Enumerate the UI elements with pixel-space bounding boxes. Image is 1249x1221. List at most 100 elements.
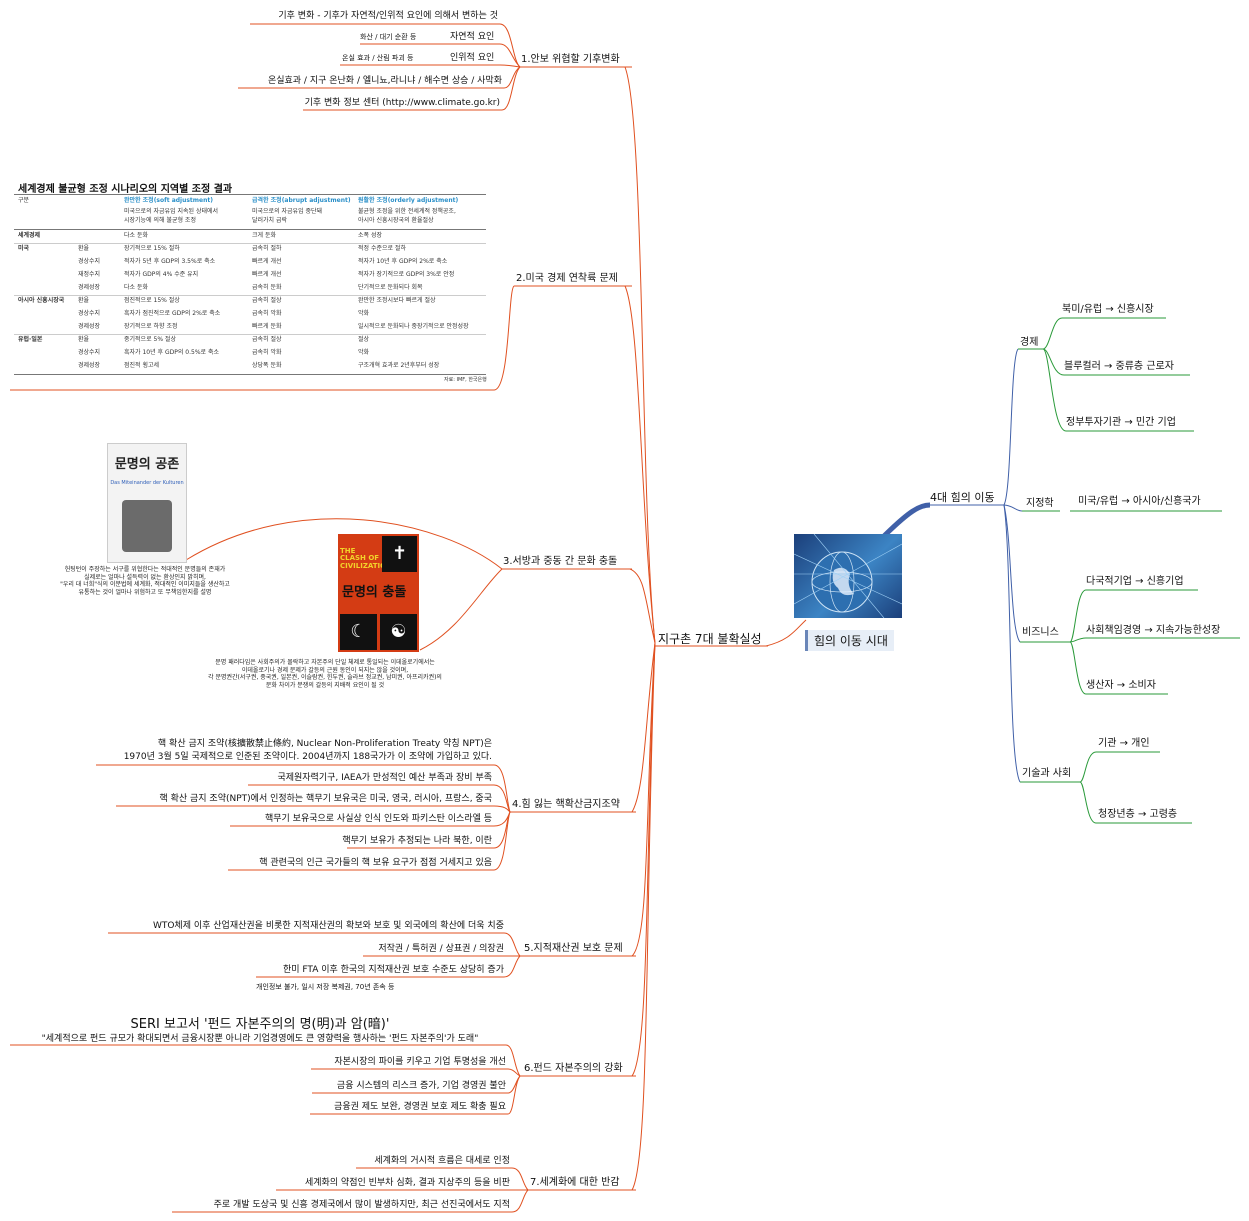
table-cell: 적자가 5년 후 GDP의 3.5%로 축소 (124, 258, 216, 265)
table-cell: 급속히 둔화 (252, 284, 282, 291)
npt-item[interactable]: 핵 확산 금지 조약(NPT)에서 인정하는 핵무기 보유국은 미국, 영국, … (159, 794, 492, 804)
table-subhead: 아시아 신흥시장국의 환율절상 (358, 217, 434, 224)
table-subhead: 달러가치 급락 (252, 217, 288, 224)
group-economy[interactable]: 경제 (1020, 337, 1039, 348)
ip-item[interactable]: 한미 FTA 이후 한국의 지적재산권 보호 수준도 상당히 증가 (282, 965, 504, 975)
table-cell: 장기적으로 하향 조정 (124, 323, 178, 330)
fund-item[interactable]: 금융권 제도 보완, 경영권 보호 제도 확충 필요 (334, 1102, 506, 1112)
geopolitics-item[interactable]: 미국/유럽 → 아시아/신흥국가 (1078, 496, 1201, 507)
center-topic[interactable]: 힘의 이동 시대 (805, 630, 894, 651)
root-topic[interactable]: 지구촌 7대 불확실성 (658, 632, 762, 646)
branch-us-economy[interactable]: 2.미국 경제 연착륙 문제 (516, 273, 618, 284)
table-head: 원활한 조정(orderly adjustment) (358, 197, 459, 204)
branch-culture-clash[interactable]: 3.서방과 중동 간 문화 충돌 (503, 556, 618, 567)
table-cell: 급속히 악화 (252, 349, 282, 356)
book2-title: 문명의 충돌 (342, 585, 407, 600)
table-cell: 절상 (358, 336, 370, 343)
table-cell: 다소 둔화 (124, 284, 148, 291)
globalization-item[interactable]: 주로 개발 도상국 및 신흥 경제국에서 많이 발생하지만, 최근 선진국에서도… (213, 1200, 510, 1210)
economy-item[interactable]: 정부투자기관 → 민간 기업 (1066, 417, 1176, 428)
npt-item[interactable]: 핵 확산 금지 조약(核擴散禁止條約, Nuclear Non-Prolifer… (157, 739, 492, 749)
climate-item[interactable]: 기후 변화 - 기후가 자연적/인위적 요인에 의해서 변하는 것 (278, 11, 498, 21)
climate-item[interactable]: 기후 변화 정보 센터 (http://www.climate.go.kr) (304, 98, 500, 108)
book2-caption: 문명 패러다임은 사회주의가 몰락하고 자본주의 단일 체제로 통일되는 이데올… (208, 659, 442, 689)
group-tech-society[interactable]: 기술과 사회 (1022, 768, 1072, 779)
globalization-item[interactable]: 세계화의 약점인 빈부차 심화, 결과 지상주의 등을 비판 (304, 1178, 510, 1188)
branch-climate[interactable]: 1.안보 위협할 기후변화 (521, 54, 620, 65)
yin-yang-icon: ☯ (380, 614, 417, 650)
npt-item[interactable]: 1970년 3월 5일 국제적으로 인준된 조약이다. 2004년까지 188국… (123, 752, 492, 762)
table-cell: 빠르게 개선 (252, 271, 282, 278)
fund-report-quote[interactable]: "세계적으로 펀드 규모가 확대되면서 금융시장뿐 아니라 기업경영에도 큰 영… (41, 1034, 479, 1044)
climate-item[interactable]: 화산 / 대기 순환 등 (360, 33, 417, 41)
tech-item[interactable]: 청장년층 → 고령층 (1098, 809, 1178, 820)
group-geopolitics[interactable]: 지정학 (1026, 498, 1054, 509)
ip-item[interactable]: WTO체제 이후 산업재산권을 비롯한 지적재산권의 확보와 보호 및 외국에의… (152, 921, 504, 931)
table-cell: 점진적으로 15% 절상 (124, 297, 180, 304)
climate-item[interactable]: 온실효과 / 지구 온난화 / 엘니뇨,라니냐 / 해수면 상승 / 사막화 (267, 76, 502, 86)
trunk-b5 (631, 642, 656, 957)
table-cell: 적자가 GDP의 4% 수준 유지 (124, 271, 199, 278)
branch-ip[interactable]: 5.지적재산권 보호 문제 (524, 943, 623, 954)
trunk-b3 (629, 568, 656, 644)
table-cell: 환율 (78, 297, 90, 304)
table-cell: 점진적 횡고세 (124, 362, 160, 369)
trunk-b4 (631, 642, 656, 813)
table-cell: 경상수지 (78, 258, 101, 265)
group-business[interactable]: 비즈니스 (1022, 627, 1059, 638)
table-cell: 중기적으로 5% 절상 (124, 336, 176, 343)
table-cell: 적정 수준으로 절하 (358, 245, 406, 252)
table-cell: 빠르게 둔화 (252, 323, 282, 330)
npt-item[interactable]: 핵무기 보유국으로 사실상 인식 인도와 파키스탄 이스라엘 등 (264, 814, 492, 824)
climate-item[interactable]: 인위적 요인 (450, 53, 495, 63)
table-cell: 급속히 절상 (252, 297, 282, 304)
table-cell: 환율 (78, 245, 90, 252)
climate-item[interactable]: 온실 효과 / 산림 파괴 등 (342, 54, 414, 62)
table-cell: 일시적으로 둔화되나 중장기적으로 안정성장 (358, 323, 469, 330)
crescent-icon: ☾ (340, 614, 377, 650)
table-subhead: 미국으로의 자금유입 중단돼 (252, 208, 323, 215)
business-item[interactable]: 생산자 → 소비자 (1086, 680, 1156, 691)
table-head: 급격한 조정(abrupt adjustment) (252, 197, 351, 204)
branch-fund[interactable]: 6.펀드 자본주의의 강화 (524, 1063, 623, 1074)
npt-item[interactable]: 핵 관련국의 인근 국가들의 핵 보유 요구가 점점 거세지고 있음 (259, 858, 492, 868)
fund-item[interactable]: 자본시장의 파이를 키우고 기업 투명성을 개선 (334, 1057, 506, 1067)
table-cell: 흑자가 10년 후 GDP의 0.5%로 축소 (124, 349, 219, 356)
table-cell: 미국 (18, 245, 30, 252)
table-cell: 다소 둔화 (124, 232, 148, 239)
table-cell: 세계경제 (18, 232, 41, 239)
climate-item[interactable]: 자연적 요인 (450, 32, 495, 42)
table-cell: 급속히 악화 (252, 310, 282, 317)
right-main-topic[interactable]: 4대 힘의 이동 (930, 491, 995, 504)
table-cell: 재정수지 (78, 271, 101, 278)
book1-photo (122, 500, 172, 552)
table-cell: 흑자가 점진적으로 GDP의 2%로 축소 (124, 310, 221, 317)
book-cover-coexistence: 문명의 공존 Das Miteinander der Kulturen (107, 443, 187, 563)
table-cell: 급속히 절상 (252, 336, 282, 343)
table-cell: 유럽·일본 (18, 336, 43, 343)
globalization-item[interactable]: 세계화의 거시적 흐름은 대세로 인정 (374, 1156, 510, 1166)
fund-item[interactable]: 금융 시스템의 리스크 증가, 기업 경영권 불안 (336, 1081, 506, 1091)
table-cell: 완만한 조정시보다 빠르게 절상 (358, 297, 436, 304)
ip-item[interactable]: 저작권 / 특허권 / 상표권 / 의장권 (378, 944, 504, 954)
book1-title: 문명의 공존 (114, 457, 180, 472)
npt-item[interactable]: 국제원자력기구, IAEA가 만성적인 예산 부족과 장비 부족 (277, 773, 492, 783)
business-item[interactable]: 사회책임경영 → 지속가능한성장 (1086, 625, 1221, 636)
branch-globalization[interactable]: 7.세계화에 대한 반감 (530, 1177, 620, 1188)
table-cell: 경상수지 (78, 310, 101, 317)
book-cover-clash: THE CLASH OF CIVILIZATIONS ✝ 문명의 충돌 ☾ ☯ (338, 534, 419, 652)
table-cell: 상당폭 둔화 (252, 362, 282, 369)
business-item[interactable]: 다국적기업 → 신흥기업 (1086, 576, 1184, 587)
tech-item[interactable]: 기관 → 개인 (1098, 738, 1150, 749)
trunk-b1 (624, 66, 656, 644)
table-cell: 빠르게 개선 (252, 258, 282, 265)
economy-item[interactable]: 블루컬러 → 중류층 근로자 (1064, 361, 1174, 372)
branch-npt[interactable]: 4.힘 잃는 핵확산금지조약 (512, 799, 620, 810)
trunk-b2 (624, 285, 656, 644)
table-cell: 급속히 절하 (252, 245, 282, 252)
npt-item[interactable]: 핵무기 보유가 추정되는 나라 북한, 이란 (342, 836, 492, 846)
economy-item[interactable]: 북미/유럽 → 신흥시장 (1062, 304, 1154, 315)
book2-title-en: THE CLASH OF CIVILIZATIONS (340, 547, 398, 570)
table-subhead: 시장기능에 의해 불균형 조정 (124, 217, 196, 224)
